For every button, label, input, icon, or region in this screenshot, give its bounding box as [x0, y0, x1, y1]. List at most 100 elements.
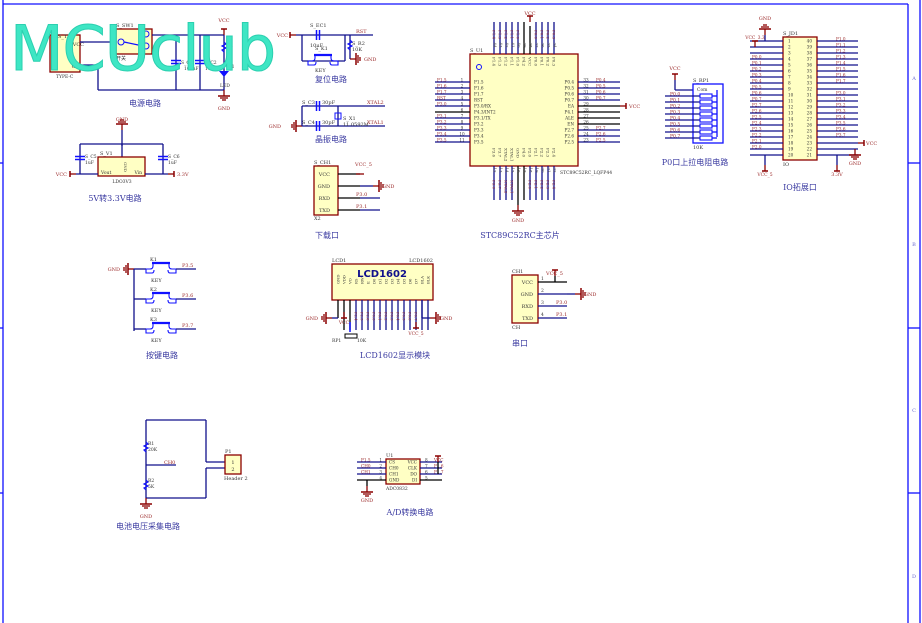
adc-pin-number: 4	[379, 476, 382, 481]
bat-ch0-net: CH0	[164, 460, 175, 466]
pullup-com: Com	[697, 87, 708, 93]
pullup-resistor	[699, 135, 713, 141]
serial-header	[511, 274, 539, 324]
adc-right-net: P1.7	[434, 470, 444, 475]
io-right-net: P1.1	[836, 43, 846, 48]
lcd-pin-net: P0.6	[408, 312, 413, 321]
lcd-pin-name: E	[366, 281, 371, 284]
adc-ref: U1	[386, 453, 393, 459]
pin-net: P2.7	[596, 126, 606, 131]
io-right-net: P3.4	[836, 115, 846, 120]
io-pin-number: 36	[807, 63, 813, 68]
pullup-net: P0.0	[670, 92, 680, 98]
adc-pin-name: VCC	[407, 460, 417, 465]
battery-header-p1	[224, 454, 242, 475]
lcd-pin-name: D7	[414, 278, 419, 284]
pin-number: 2	[461, 84, 464, 89]
pin-net: P1.7	[437, 90, 447, 95]
download-part: X2	[314, 216, 321, 222]
io-pin-number: 26	[807, 123, 813, 128]
c1-ref: S_C1	[181, 60, 193, 66]
c2-ref: S_C2	[205, 60, 217, 66]
io-pin-number: 14	[788, 117, 794, 122]
download-rxd-net: P3.0	[356, 192, 367, 198]
io-left-net: P0.6	[752, 91, 762, 96]
io-left-net: P0.7	[752, 97, 762, 102]
lcd-gnd-left-net: GND	[306, 316, 318, 322]
lcd-vcc5-net: VCC_5	[407, 331, 423, 337]
keys-title: 按键电路	[146, 350, 178, 360]
pin-net: P0.2	[546, 30, 551, 40]
io-left-net: P2.7	[752, 103, 762, 108]
rp-value: 10K	[357, 338, 367, 344]
c3-value: 30pF	[322, 100, 336, 106]
adc-pin-number: 1	[379, 458, 382, 463]
lcd-pin-net: P0.1	[378, 312, 383, 321]
adc-pin-number: 7	[425, 464, 428, 469]
io-left-net: P2.6	[752, 109, 762, 114]
pullup-net: P0.1	[670, 98, 680, 104]
pin-name: P3.3	[474, 128, 484, 133]
download-txd-net: P3.1	[356, 204, 367, 210]
serial-pin-name: RXD	[522, 304, 533, 310]
switch-ref: S_SW1	[116, 23, 134, 29]
pin-name: P1.7	[474, 92, 484, 97]
pin-name: P1.3	[498, 57, 503, 67]
io-pin-number: 29	[807, 105, 813, 110]
pin-name: P3.2	[474, 122, 484, 127]
io-right-net: P3.6	[836, 127, 846, 132]
pin-name: P2.3	[546, 148, 551, 158]
pin-number: 31	[583, 90, 589, 95]
ldo-part: LDO3V3	[112, 179, 131, 185]
pin-name: P2.2	[540, 148, 545, 158]
pin-net: P2.1	[534, 180, 539, 189]
mcu-vcc-net: VCC	[523, 11, 535, 17]
pin-number: 40	[517, 42, 522, 48]
pin-number: 43	[499, 42, 504, 48]
pin-net: XTAL2	[504, 180, 509, 194]
pin-name: P0.2	[546, 57, 551, 67]
io-pin-number: 8	[788, 81, 791, 86]
adc-left-net: CH1	[361, 470, 371, 475]
adc-pin-name: CH0	[389, 466, 399, 471]
pin-name: GND	[516, 148, 521, 158]
io-left-net: P2.0	[752, 145, 762, 150]
frame-zone-label: D	[912, 574, 916, 580]
io-ref: S_JD1	[783, 31, 798, 37]
pin-net: P1.4	[492, 30, 497, 40]
pin-number: 32	[583, 84, 589, 89]
io-left-net: P0.4	[752, 79, 762, 84]
p1-part: Header 2	[224, 476, 248, 482]
pin-name: P3.1/TX	[474, 116, 491, 121]
io-right-net: P3.2	[836, 103, 846, 108]
pin-net: P3.3	[437, 126, 447, 131]
lcd-pin-net: P0.3	[390, 312, 395, 321]
lcd-pin-name: D6	[408, 278, 413, 284]
serial-pin-number: 3	[541, 300, 544, 306]
io-expansion-header	[782, 36, 818, 161]
pin-net: P2.0	[528, 180, 533, 190]
pin-name: P0.4	[565, 80, 575, 85]
io-left-net: P0.2	[752, 67, 762, 72]
io-pin-number: 19	[788, 147, 794, 152]
pin-number: 9	[461, 126, 464, 131]
pin-net: P2.2	[540, 180, 545, 190]
lcd-title: LCD1602显示模块	[360, 350, 430, 360]
io-pin-number: 9	[788, 87, 791, 92]
pin-net: P0.0	[534, 30, 539, 40]
io-pin-number: 32	[807, 87, 813, 92]
pin-number: 13	[499, 167, 504, 173]
download-pin-name: VCC	[318, 172, 330, 178]
ldo-regulator	[97, 156, 146, 177]
pin-name: P4.0	[522, 148, 527, 158]
pin-number: 39	[523, 42, 528, 48]
pin-number: 10	[459, 132, 465, 137]
key-ref: K2	[150, 287, 157, 293]
xtal1-net: XTAL1	[367, 120, 384, 126]
pin-number: 26	[583, 120, 589, 125]
pin-name: P2.5	[565, 140, 575, 145]
p1-pin: 1	[231, 460, 234, 466]
resistor-r2-divider	[142, 479, 150, 491]
ldo-gnd-pin: GND	[123, 162, 128, 172]
io-left-net: P2.5	[752, 115, 762, 120]
